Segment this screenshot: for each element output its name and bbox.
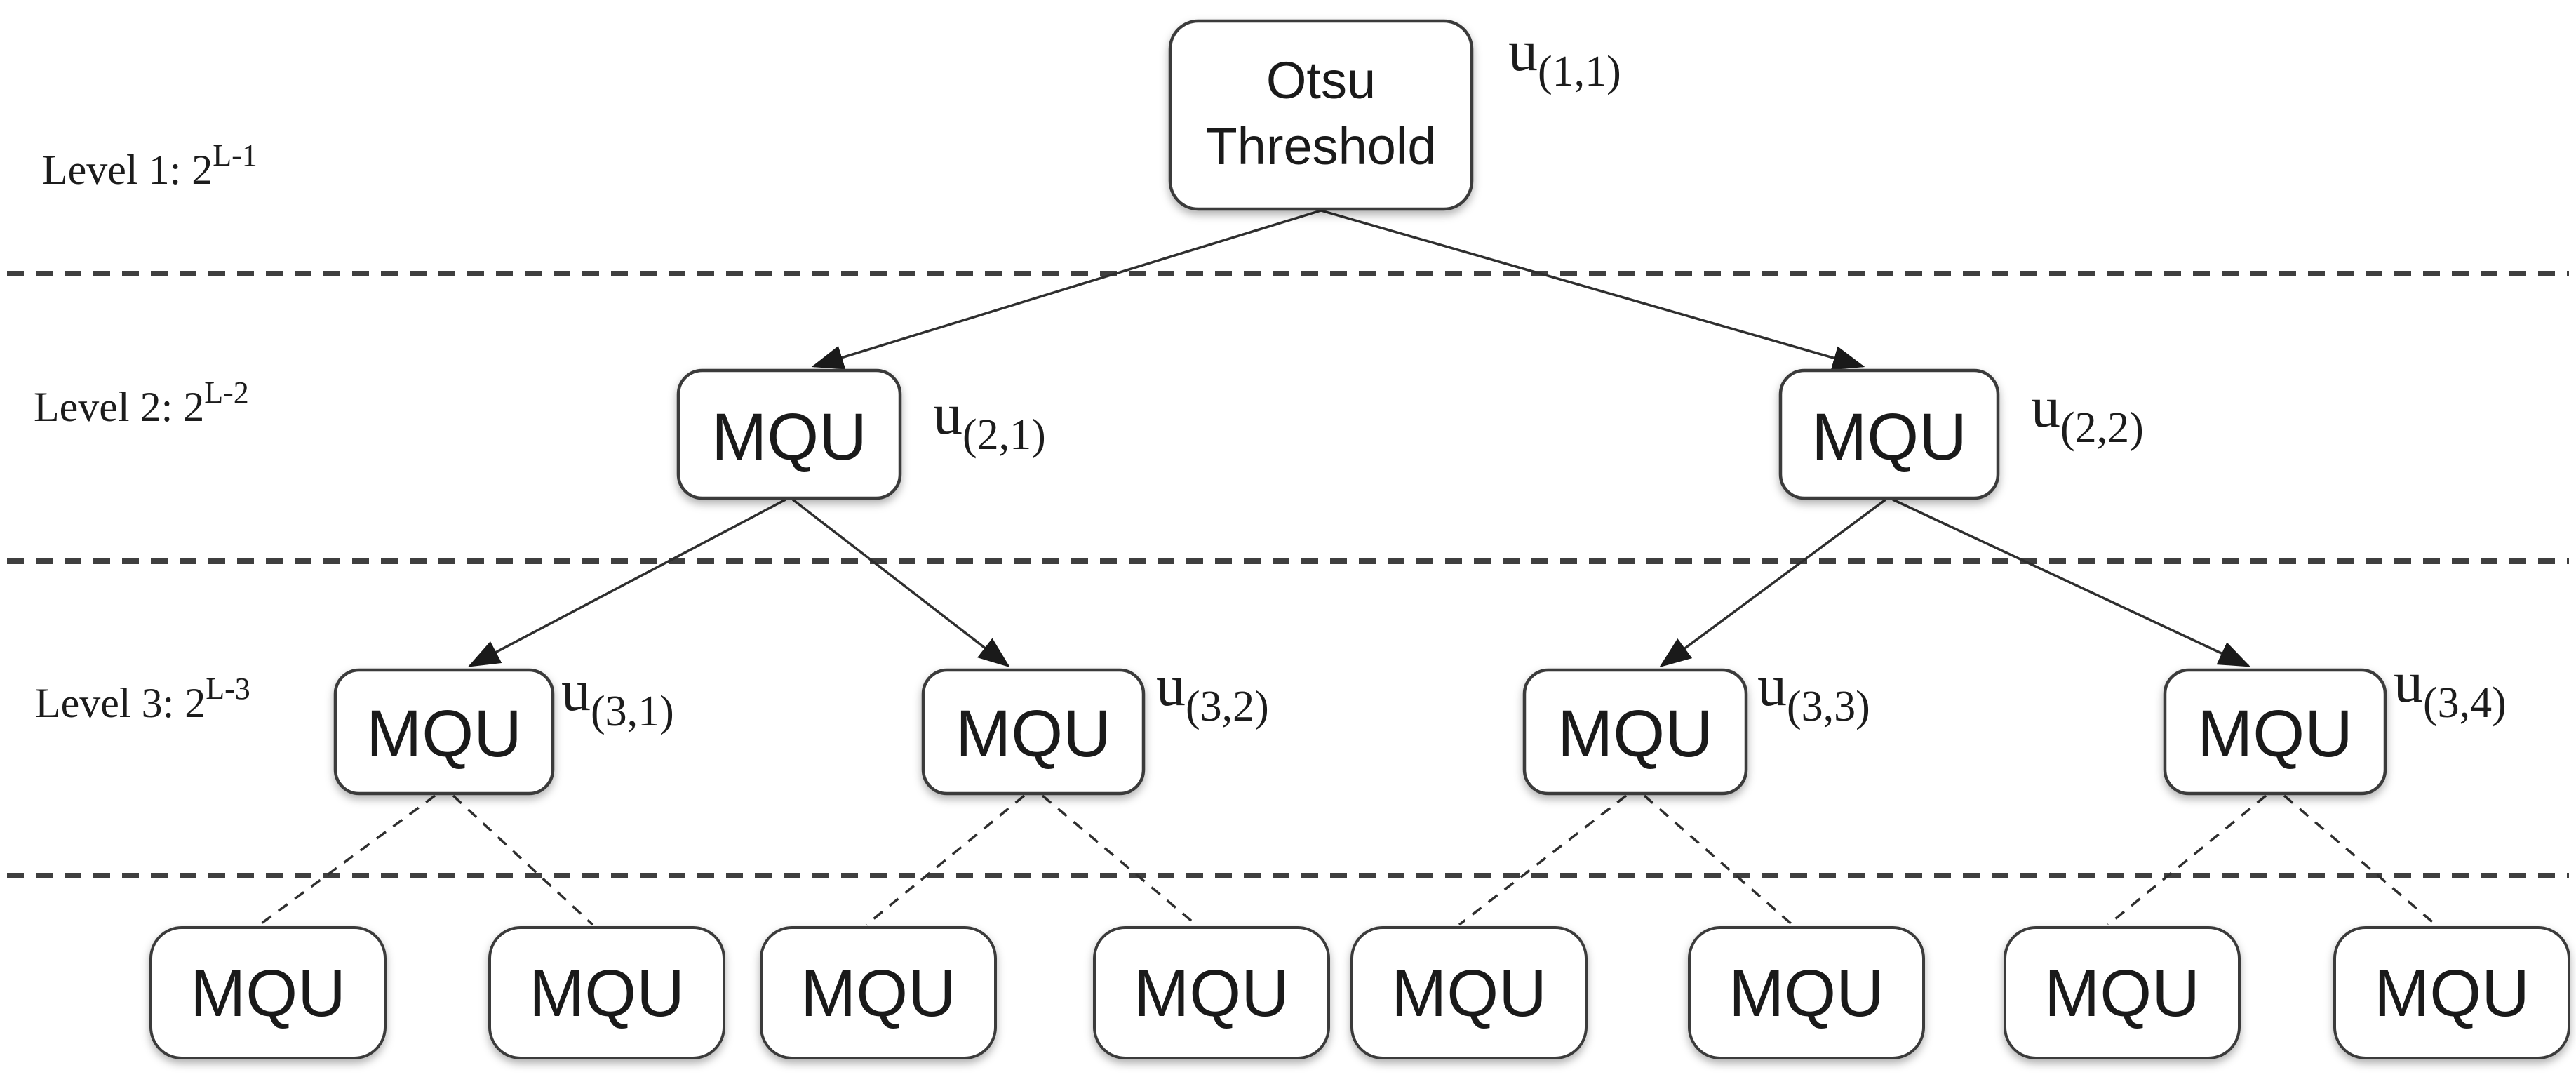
- level4-node-4: MQU: [1093, 926, 1330, 1059]
- level2-node-2-label: MQU: [1811, 400, 1967, 474]
- level3-node-4-u-label: u(3,4): [2394, 650, 2507, 727]
- level4-node-6-box: [1688, 926, 1925, 1059]
- level2-node-2-u-label: u(2,2): [2031, 375, 2144, 452]
- level3-node-4-box: [2163, 668, 2387, 796]
- edge-root-to-l2-1: [811, 209, 1322, 370]
- level3-node-1-box: [333, 668, 555, 796]
- level4-node-1: MQU: [149, 926, 387, 1059]
- level3-node-2-label: MQU: [955, 697, 1111, 771]
- level-1-annotation: Level 1: 2L-1: [42, 138, 257, 193]
- level4-node-1-box: [149, 926, 387, 1059]
- level4-node-4-label: MQU: [1134, 956, 1289, 1031]
- edge-l2-1-to-l3-2: [791, 498, 1010, 668]
- edge-l3-1-to-l4-1: [258, 794, 436, 926]
- edge-l3-1-to-l4-2: [452, 794, 594, 926]
- level-2-annotation: Level 2: 2L-2: [34, 375, 249, 430]
- level3-node-2-box: [921, 668, 1146, 796]
- edge-l2-2-to-l3-3: [1659, 498, 1887, 668]
- edge-l3-2-to-l4-4: [1041, 794, 1198, 926]
- level2-node-1-label: MQU: [711, 400, 867, 474]
- level4-node-3: MQU: [760, 926, 997, 1059]
- root-node-label-line2: Threshold: [1205, 117, 1436, 175]
- level2-node-2-box: [1778, 368, 2000, 500]
- level3-node-3-box: [1522, 668, 1748, 796]
- root-node-box: [1168, 19, 1474, 211]
- level3-node-2: MQU u(3,2): [921, 653, 1269, 796]
- level2-node-1: MQU u(2,1): [676, 368, 1046, 500]
- level2-node-2: MQU u(2,2): [1778, 368, 2144, 500]
- level4-node-7-box: [2004, 926, 2241, 1059]
- level4-node-2-box: [488, 926, 725, 1059]
- level2-node-1-box: [676, 368, 902, 500]
- level4-node-6-label: MQU: [1729, 956, 1884, 1031]
- root-node-label-line1: Otsu: [1266, 51, 1376, 109]
- level3-node-2-u-label: u(3,2): [1156, 653, 1269, 730]
- level4-node-2-label: MQU: [529, 956, 685, 1031]
- root-node-u-label: u(1,1): [1508, 18, 1621, 95]
- level3-node-4-label: MQU: [2197, 697, 2353, 771]
- edge-l3-4-to-l4-8: [2283, 794, 2437, 926]
- level4-node-2: MQU: [488, 926, 725, 1059]
- level4-node-5-label: MQU: [1391, 956, 1547, 1031]
- level4-node-8-box: [2333, 926, 2570, 1059]
- level4-node-4-box: [1093, 926, 1330, 1059]
- level4-node-8: MQU: [2333, 926, 2570, 1059]
- edge-l3-2-to-l4-3: [865, 794, 1026, 926]
- level4-node-5-box: [1350, 926, 1588, 1059]
- edge-l2-1-to-l3-1: [467, 498, 786, 667]
- level3-node-3-u-label: u(3,3): [1757, 653, 1870, 730]
- level3-node-4: MQU u(3,4): [2163, 650, 2507, 796]
- level4-node-7: MQU: [2004, 926, 2241, 1059]
- level3-node-1-label: MQU: [366, 697, 522, 771]
- edge-l3-4-to-l4-7: [2107, 794, 2267, 926]
- edge-l3-3-to-l4-6: [1643, 794, 1794, 926]
- level-3-annotation: Level 3: 2L-3: [35, 671, 250, 726]
- level3-node-3-label: MQU: [1557, 697, 1713, 771]
- level4-node-3-box: [760, 926, 997, 1059]
- level4-node-3-label: MQU: [800, 956, 956, 1031]
- edge-l3-3-to-l4-5: [1458, 794, 1628, 926]
- root-node: Otsu Threshold u(1,1): [1168, 18, 1621, 211]
- edge-l2-2-to-l3-4: [1892, 498, 2251, 667]
- level3-node-3: MQU u(3,3): [1522, 653, 1870, 796]
- level4-node-7-label: MQU: [2044, 956, 2200, 1031]
- level4-node-5: MQU: [1350, 926, 1588, 1059]
- level4-node-8-label: MQU: [2374, 956, 2530, 1031]
- level4-node-6: MQU: [1688, 926, 1925, 1059]
- level2-node-1-u-label: u(2,1): [933, 382, 1046, 459]
- edge-root-to-l2-2: [1320, 209, 1865, 370]
- level3-node-1: MQU u(3,1): [333, 658, 674, 796]
- level4-node-1-label: MQU: [190, 956, 346, 1031]
- level3-node-1-u-label: u(3,1): [561, 658, 674, 735]
